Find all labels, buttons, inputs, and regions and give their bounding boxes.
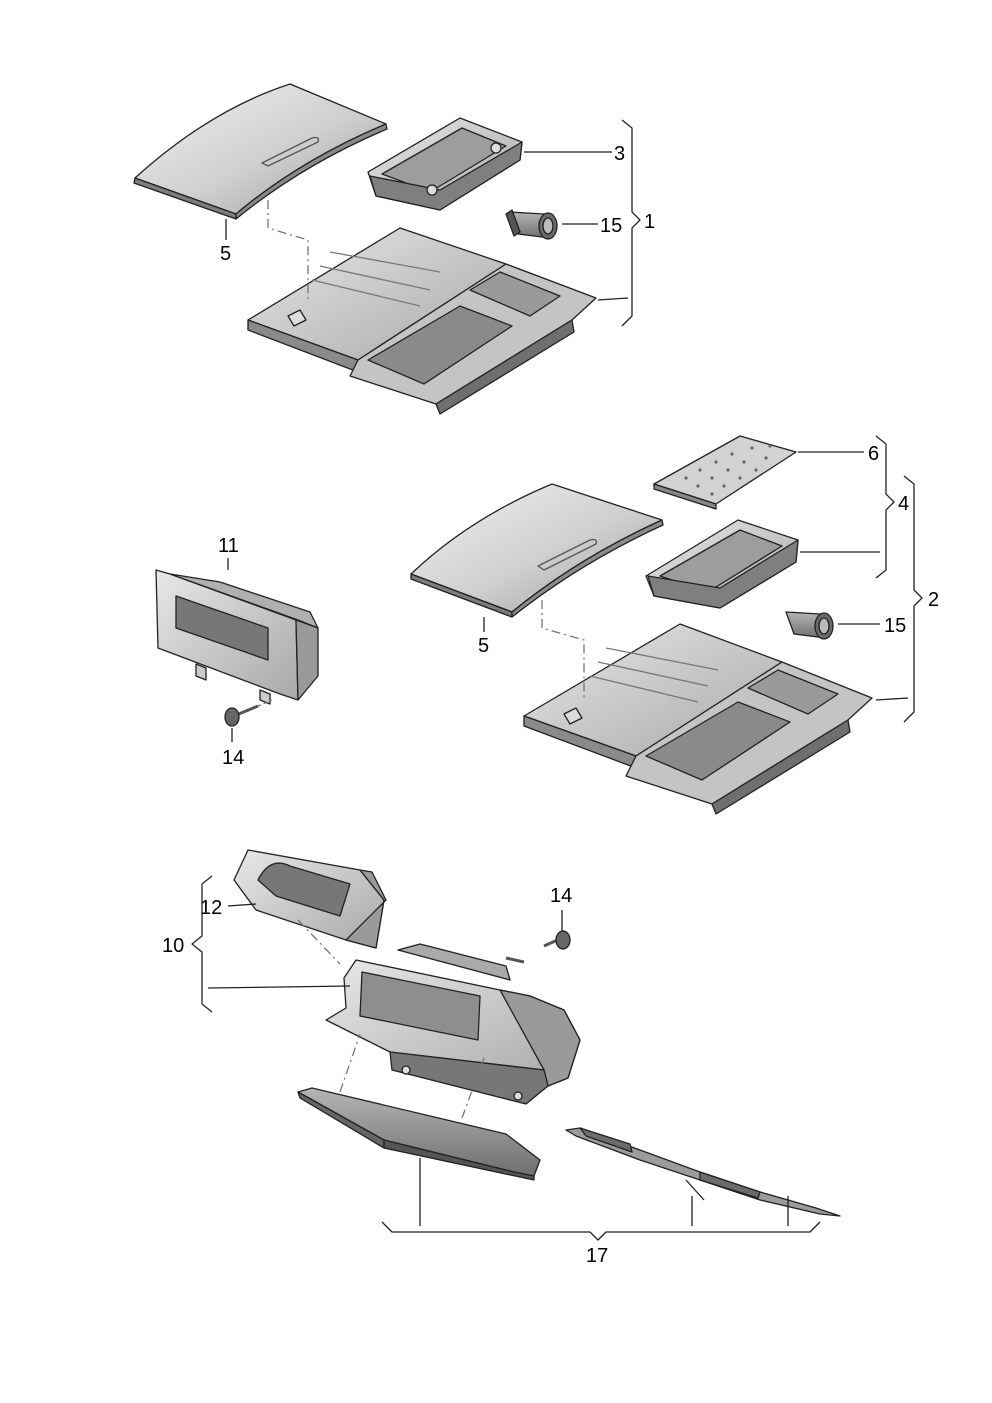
callout-2: 2 <box>928 589 939 611</box>
center-console-base-middle <box>523 623 873 815</box>
callout-15-middle: 15 <box>884 615 906 637</box>
leader-12 <box>227 903 257 907</box>
alignment-line-middle <box>541 600 585 700</box>
callout-14-bottom: 14 <box>550 885 572 907</box>
brace-10 <box>191 875 213 1013</box>
armrest-lid-middle <box>410 483 664 618</box>
callout-12: 12 <box>200 897 222 919</box>
leader-2-base <box>875 697 909 701</box>
callout-11: 11 <box>218 535 239 557</box>
brace-17 <box>381 1221 821 1241</box>
alignment-lines-bottom <box>339 1033 485 1119</box>
storage-compartment-flap <box>297 1087 541 1181</box>
center-console-base-top <box>247 227 597 415</box>
screw-left <box>224 699 273 727</box>
callout-1: 1 <box>644 211 655 233</box>
ashtray-housing <box>155 569 319 705</box>
callout-5-top: 5 <box>220 243 231 265</box>
callout-14-left: 14 <box>222 747 244 769</box>
screw-bottom <box>543 930 571 950</box>
callout-10: 10 <box>162 935 184 957</box>
socket-plug-middle <box>785 611 834 640</box>
storage-compartment-body <box>325 943 581 1105</box>
callout-6: 6 <box>868 443 879 465</box>
armrest-lid-top <box>133 83 388 220</box>
callout-15-top: 15 <box>600 215 622 237</box>
leader-1-base <box>597 297 629 301</box>
brace-1 <box>621 119 641 327</box>
callout-3: 3 <box>614 143 625 165</box>
ashtray-insert <box>233 849 387 949</box>
storage-tray-top <box>367 117 523 211</box>
brace-2 <box>903 475 923 723</box>
callout-17: 17 <box>586 1245 608 1267</box>
callout-4: 4 <box>898 493 909 515</box>
callout-5-middle: 5 <box>478 635 489 657</box>
socket-plug-top <box>505 209 558 240</box>
rubber-mat <box>653 435 797 510</box>
storage-tray-middle <box>645 519 799 609</box>
alignment-line-top <box>267 200 309 300</box>
leader-17-b <box>685 1179 705 1226</box>
leader-10-body <box>207 985 351 989</box>
brace-4 <box>875 435 895 579</box>
seal-strip <box>565 1127 841 1217</box>
